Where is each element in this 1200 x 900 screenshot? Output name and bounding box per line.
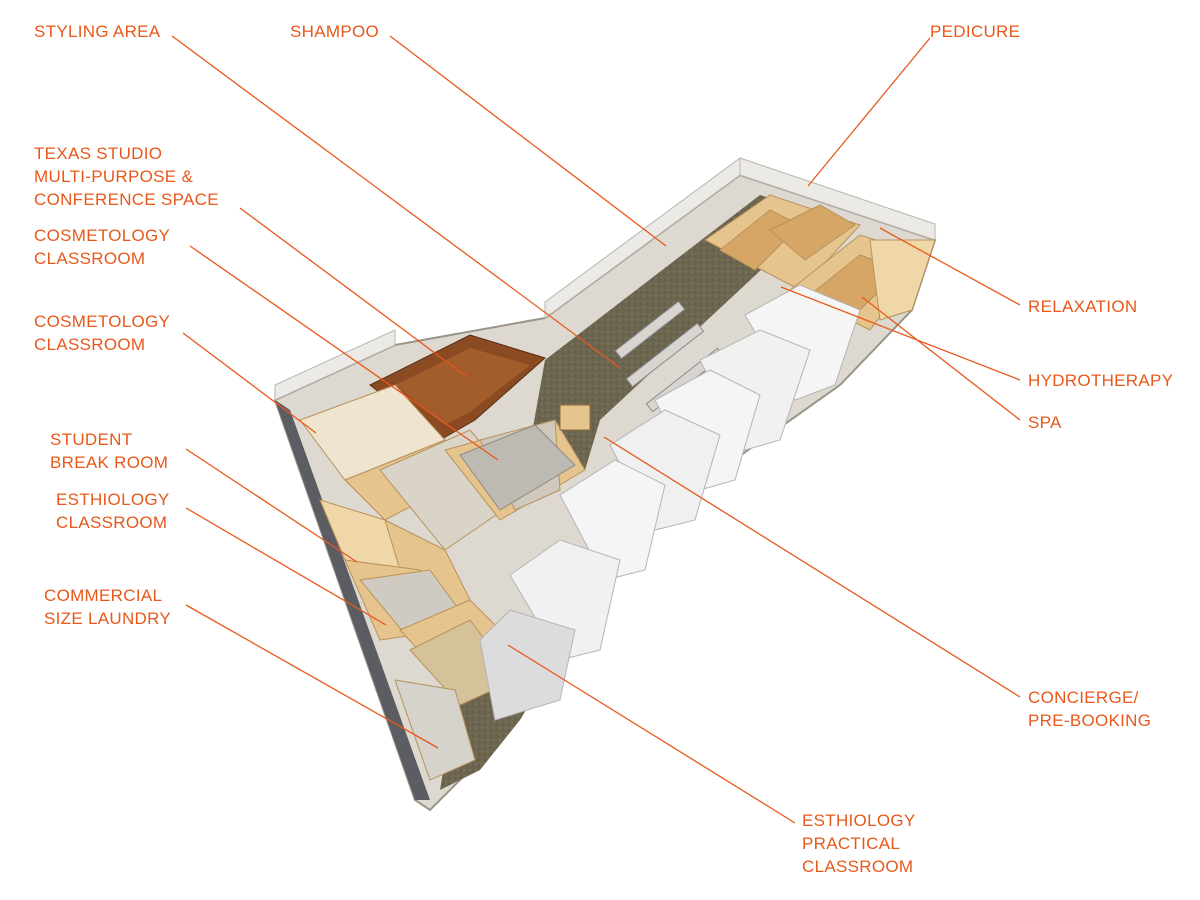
- texas-studio-floor: [395, 348, 530, 425]
- label-styling-area: STYLING AREA: [34, 20, 160, 43]
- label-line: ESTHIOLOGY: [802, 811, 916, 830]
- label-line: STYLING AREA: [34, 22, 161, 41]
- label-student-break-room: STUDENT BREAK ROOM: [50, 428, 168, 474]
- label-line: TEXAS STUDIO: [34, 144, 163, 163]
- concierge-desk: [559, 404, 591, 431]
- label-line: CLASSROOM: [56, 513, 168, 532]
- label-line: ESTHIOLOGY: [56, 490, 170, 509]
- leader-line-cosmetology-classroom-2: [182, 332, 317, 434]
- label-line: COMMERCIAL: [44, 586, 163, 605]
- label-line: HYDROTHERAPY: [1028, 371, 1174, 390]
- leader-line-cosmetology-classroom-1: [189, 245, 499, 461]
- label-line: PRE-BOOKING: [1028, 711, 1152, 730]
- label-pedicure: PEDICURE: [930, 20, 1020, 43]
- leader-line-esthiology-practical: [507, 644, 796, 824]
- white-rooms: [479, 284, 861, 721]
- upper-glazing-3: [739, 157, 936, 241]
- leader-line-relaxation: [879, 227, 1021, 306]
- label-line: BREAK ROOM: [50, 453, 169, 472]
- exterior-glazing: [275, 400, 430, 800]
- label-line: SIZE LAUNDRY: [44, 609, 172, 628]
- label-line: PRACTICAL: [802, 834, 901, 853]
- label-line: CONCIERGE/: [1028, 688, 1139, 707]
- leader-line-esthiology-classroom: [185, 507, 387, 626]
- label-line: RELAXATION: [1028, 297, 1138, 316]
- leader-line-student-break-room: [185, 448, 358, 563]
- label-relaxation: RELAXATION: [1028, 295, 1137, 318]
- label-spa: SPA: [1028, 411, 1062, 434]
- label-cosmetology-classroom-2: COSMETOLOGY CLASSROOM: [34, 310, 170, 356]
- leader-line-hydrotherapy: [780, 286, 1021, 381]
- label-line: CLASSROOM: [34, 335, 146, 354]
- label-esthiology-practical: ESTHIOLOGY PRACTICAL CLASSROOM: [802, 809, 916, 878]
- label-shampoo: SHAMPOO: [290, 20, 379, 43]
- label-line: CLASSROOM: [34, 249, 146, 268]
- upper-glazing: [274, 329, 396, 401]
- leader-line-spa: [861, 296, 1021, 421]
- label-concierge: CONCIERGE/PRE-BOOKING: [1028, 686, 1151, 732]
- label-line: COSMETOLOGY: [34, 312, 171, 331]
- label-line: SPA: [1028, 413, 1062, 432]
- leader-line-styling-area: [171, 35, 621, 369]
- label-texas-studio: TEXAS STUDIO MULTI-PURPOSE & CONFERENCE SP…: [34, 142, 219, 211]
- label-line: SHAMPOO: [290, 22, 380, 41]
- label-line: PEDICURE: [930, 22, 1021, 41]
- label-line: CLASSROOM: [802, 857, 914, 876]
- label-line: STUDENT: [50, 430, 133, 449]
- label-line: CONFERENCE SPACE: [34, 190, 219, 209]
- leader-line-pedicure: [807, 37, 931, 187]
- leader-line-concierge: [603, 436, 1021, 698]
- label-line: MULTI-PURPOSE &: [34, 167, 194, 186]
- label-line: COSMETOLOGY: [34, 226, 171, 245]
- label-esthiology-classroom: ESTHIOLOGY CLASSROOM: [56, 488, 170, 534]
- label-hydrotherapy: HYDROTHERAPY: [1028, 369, 1173, 392]
- leader-line-shampoo: [389, 35, 667, 247]
- label-cosmetology-classroom-1: COSMETOLOGY CLASSROOM: [34, 224, 170, 270]
- cosmetology-classroom-floor: [459, 424, 576, 511]
- label-commercial-laundry: COMMERCIAL SIZE LAUNDRY: [44, 584, 171, 630]
- leader-line-texas-studio: [239, 207, 468, 378]
- leader-line-commercial-laundry: [185, 604, 439, 749]
